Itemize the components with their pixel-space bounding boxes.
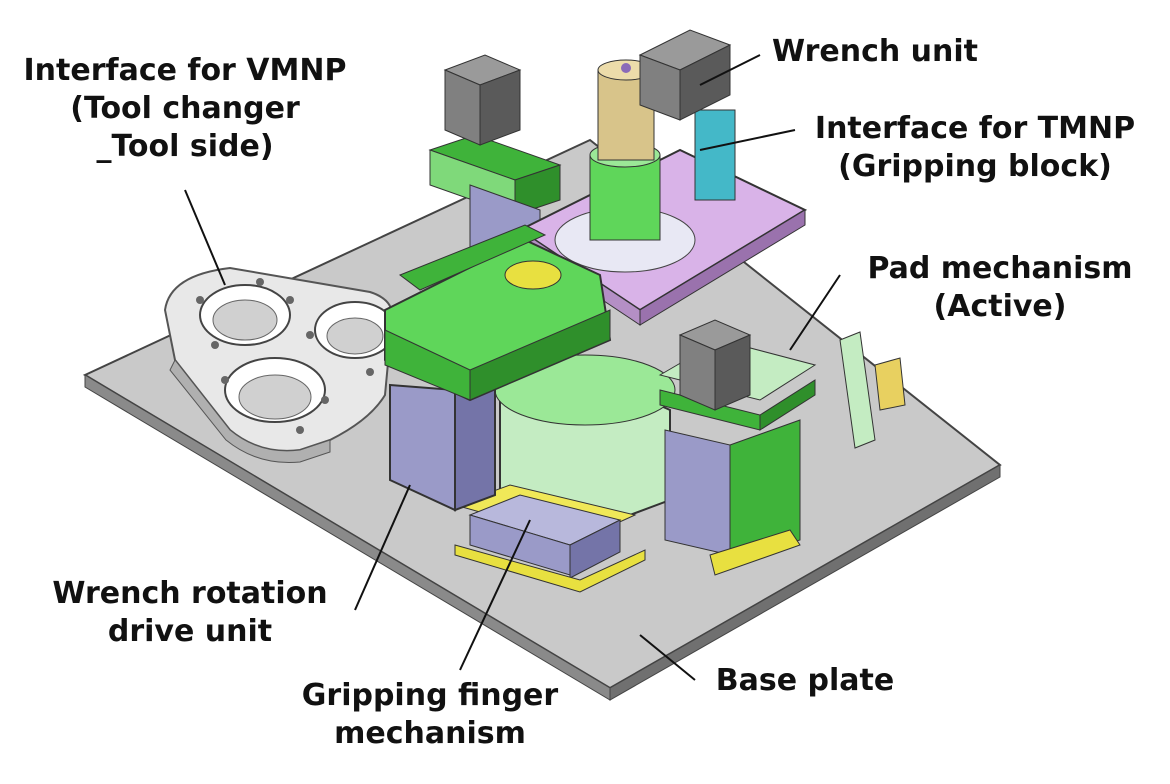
- right-bracket: [839, 331, 906, 449]
- label-vmnp-line3: _Tool side): [96, 129, 274, 164]
- label-base-plate-line1: Base plate: [715, 663, 895, 698]
- leader-lines: [184, 54, 841, 681]
- label-tmnp-line1: Interface for TMNP: [814, 111, 1136, 146]
- label-gripping-finger: Gripping finger mechanism: [265, 677, 595, 753]
- label-vmnp-line2: (Tool changer: [70, 91, 300, 126]
- label-vmnp: Interface for VMNP (Tool changer _Tool s…: [5, 52, 365, 166]
- leader-pad: [789, 274, 841, 351]
- label-gripping-finger-line2: mechanism: [334, 716, 526, 751]
- label-wrench-unit: Wrench unit: [755, 33, 995, 71]
- label-wrench-rotation-line1: Wrench rotation: [52, 576, 328, 611]
- label-tmnp-line2: (Gripping block): [838, 149, 1112, 184]
- label-pad-line2: (Active): [933, 289, 1067, 324]
- label-base-plate: Base plate: [700, 662, 910, 700]
- label-tmnp: Interface for TMNP (Gripping block): [790, 110, 1160, 186]
- vmnp-interface-plate: [163, 266, 396, 463]
- leader-vmnp: [184, 189, 226, 286]
- leader-gripping-finger: [459, 519, 531, 671]
- leader-base-plate: [639, 634, 696, 681]
- label-gripping-finger-line1: Gripping finger: [301, 678, 559, 713]
- label-wrench-unit-line1: Wrench unit: [772, 34, 978, 69]
- label-pad-mechanism: Pad mechanism (Active): [840, 250, 1160, 326]
- wrench-unit-tower: [589, 29, 732, 241]
- label-wrench-rotation: Wrench rotation drive unit: [25, 575, 355, 651]
- gripping-finger-mechanism: [453, 484, 646, 593]
- leader-wrench-rotation: [354, 484, 411, 611]
- wrench-rotation-drive-unit: [384, 224, 612, 512]
- label-vmnp-line1: Interface for VMNP: [23, 53, 347, 88]
- pad-mechanism: [658, 319, 817, 576]
- central-rotary-base: [494, 354, 676, 532]
- label-wrench-rotation-line2: drive unit: [107, 614, 273, 649]
- leader-tmnp: [699, 129, 796, 151]
- leader-wrench-unit: [699, 54, 761, 86]
- label-pad-line1: Pad mechanism: [867, 251, 1133, 286]
